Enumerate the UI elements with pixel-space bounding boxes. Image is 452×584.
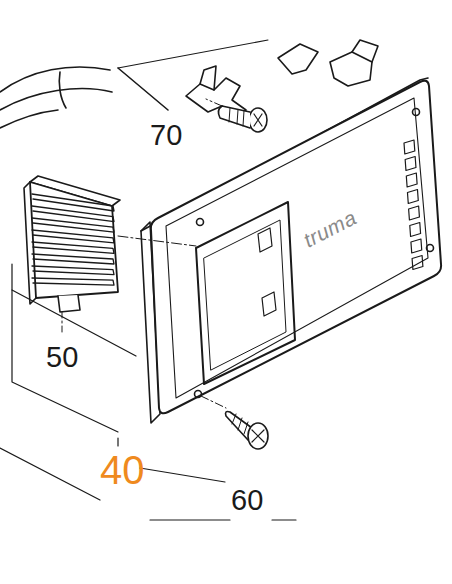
louver [32,230,114,243]
louver [32,242,114,253]
led-indicator [406,173,417,187]
led-indicator [409,206,420,220]
louver [32,254,114,264]
led-indicator [410,223,421,237]
callout-number: 70 [150,121,182,150]
louver [32,278,114,285]
led-indicator [412,256,423,270]
louver [32,266,114,275]
louver [32,218,114,232]
led-indicator [404,140,415,154]
led-indicator [407,190,418,204]
callout-number: 50 [46,343,78,372]
led-indicator [411,239,422,253]
callout-number: 60 [231,486,263,515]
louver [32,194,114,211]
led-indicator [405,157,416,171]
callout-number: 40 [100,450,145,490]
